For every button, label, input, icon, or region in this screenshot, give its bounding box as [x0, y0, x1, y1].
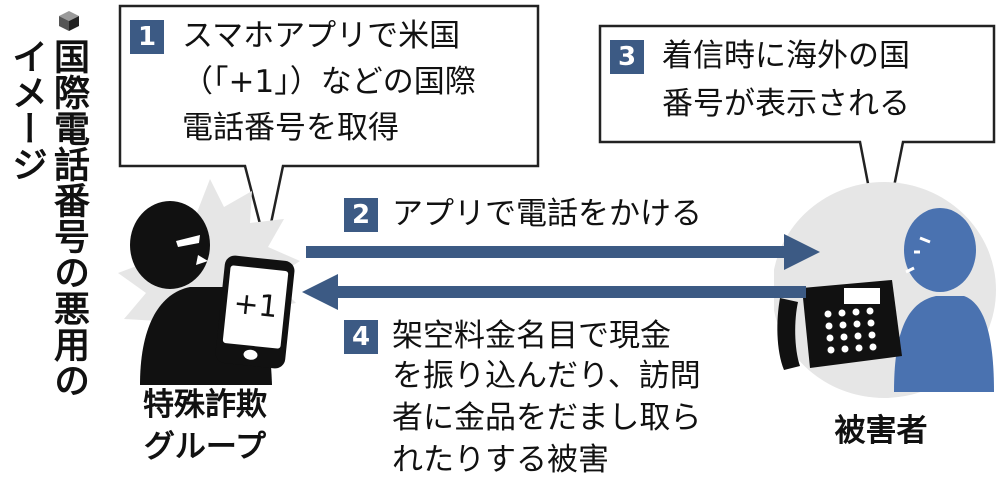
fraudster-head: [130, 201, 210, 289]
cube-icon: [59, 11, 79, 31]
title-line-1: 国際電話番号の悪用の: [48, 38, 89, 398]
title-line-2: イメージ: [6, 38, 47, 182]
damage-arrow-left: [302, 274, 806, 310]
victim-head: [904, 208, 976, 292]
fraud-group-label-line-1: 特殊詐欺: [143, 387, 267, 423]
victim-body: [894, 296, 994, 392]
desk-telephone-icon: [777, 280, 902, 370]
step-1-bubble: 1 スマホアプリで米国 （「+1」）などの国際 電話番号を取得: [118, 4, 543, 254]
step-3-line-1: 着信時に海外の国: [662, 38, 910, 74]
step-2-number: 2: [344, 198, 378, 232]
step-2-text: アプリで電話をかける: [392, 196, 702, 232]
handset: [777, 298, 800, 370]
step-4-line-3: 者に金品をだまし取ら: [392, 400, 702, 436]
phone-screen-number: +1: [231, 285, 280, 326]
vertical-title: 国際電話番号の悪用の イメージ: [4, 4, 96, 482]
step-3-number: 3: [610, 40, 644, 74]
speech-bubble-outline: [118, 4, 540, 248]
smartphone-home-button: [243, 349, 258, 361]
step-3-line-2: 番号が表示される: [662, 86, 910, 122]
victim-label: 被害者: [834, 413, 928, 449]
step-4-line-2: を振り込んだり、訪問: [392, 358, 701, 394]
step-1-line-3: 電話番号を取得: [182, 110, 399, 146]
smartphone-icon: +1: [214, 254, 296, 370]
call-arrow-right: [306, 234, 820, 270]
step-3-bubble: 3 着信時に海外の国 番号が表示される: [598, 24, 998, 264]
step-1-number: 1: [130, 20, 164, 54]
fraud-group-label-line-2: グループ: [143, 429, 267, 465]
step-4-line-1: 架空料金名目で現金: [392, 318, 671, 354]
step-1-line-1: スマホアプリで米国: [182, 18, 461, 54]
step-4-number: 4: [344, 320, 378, 354]
phone-display: [844, 288, 880, 304]
phone-keypad: [824, 307, 877, 354]
step-4-line-4: れたりする被害: [392, 442, 609, 478]
step-1-line-2: （「+1」）などの国際: [182, 64, 476, 100]
